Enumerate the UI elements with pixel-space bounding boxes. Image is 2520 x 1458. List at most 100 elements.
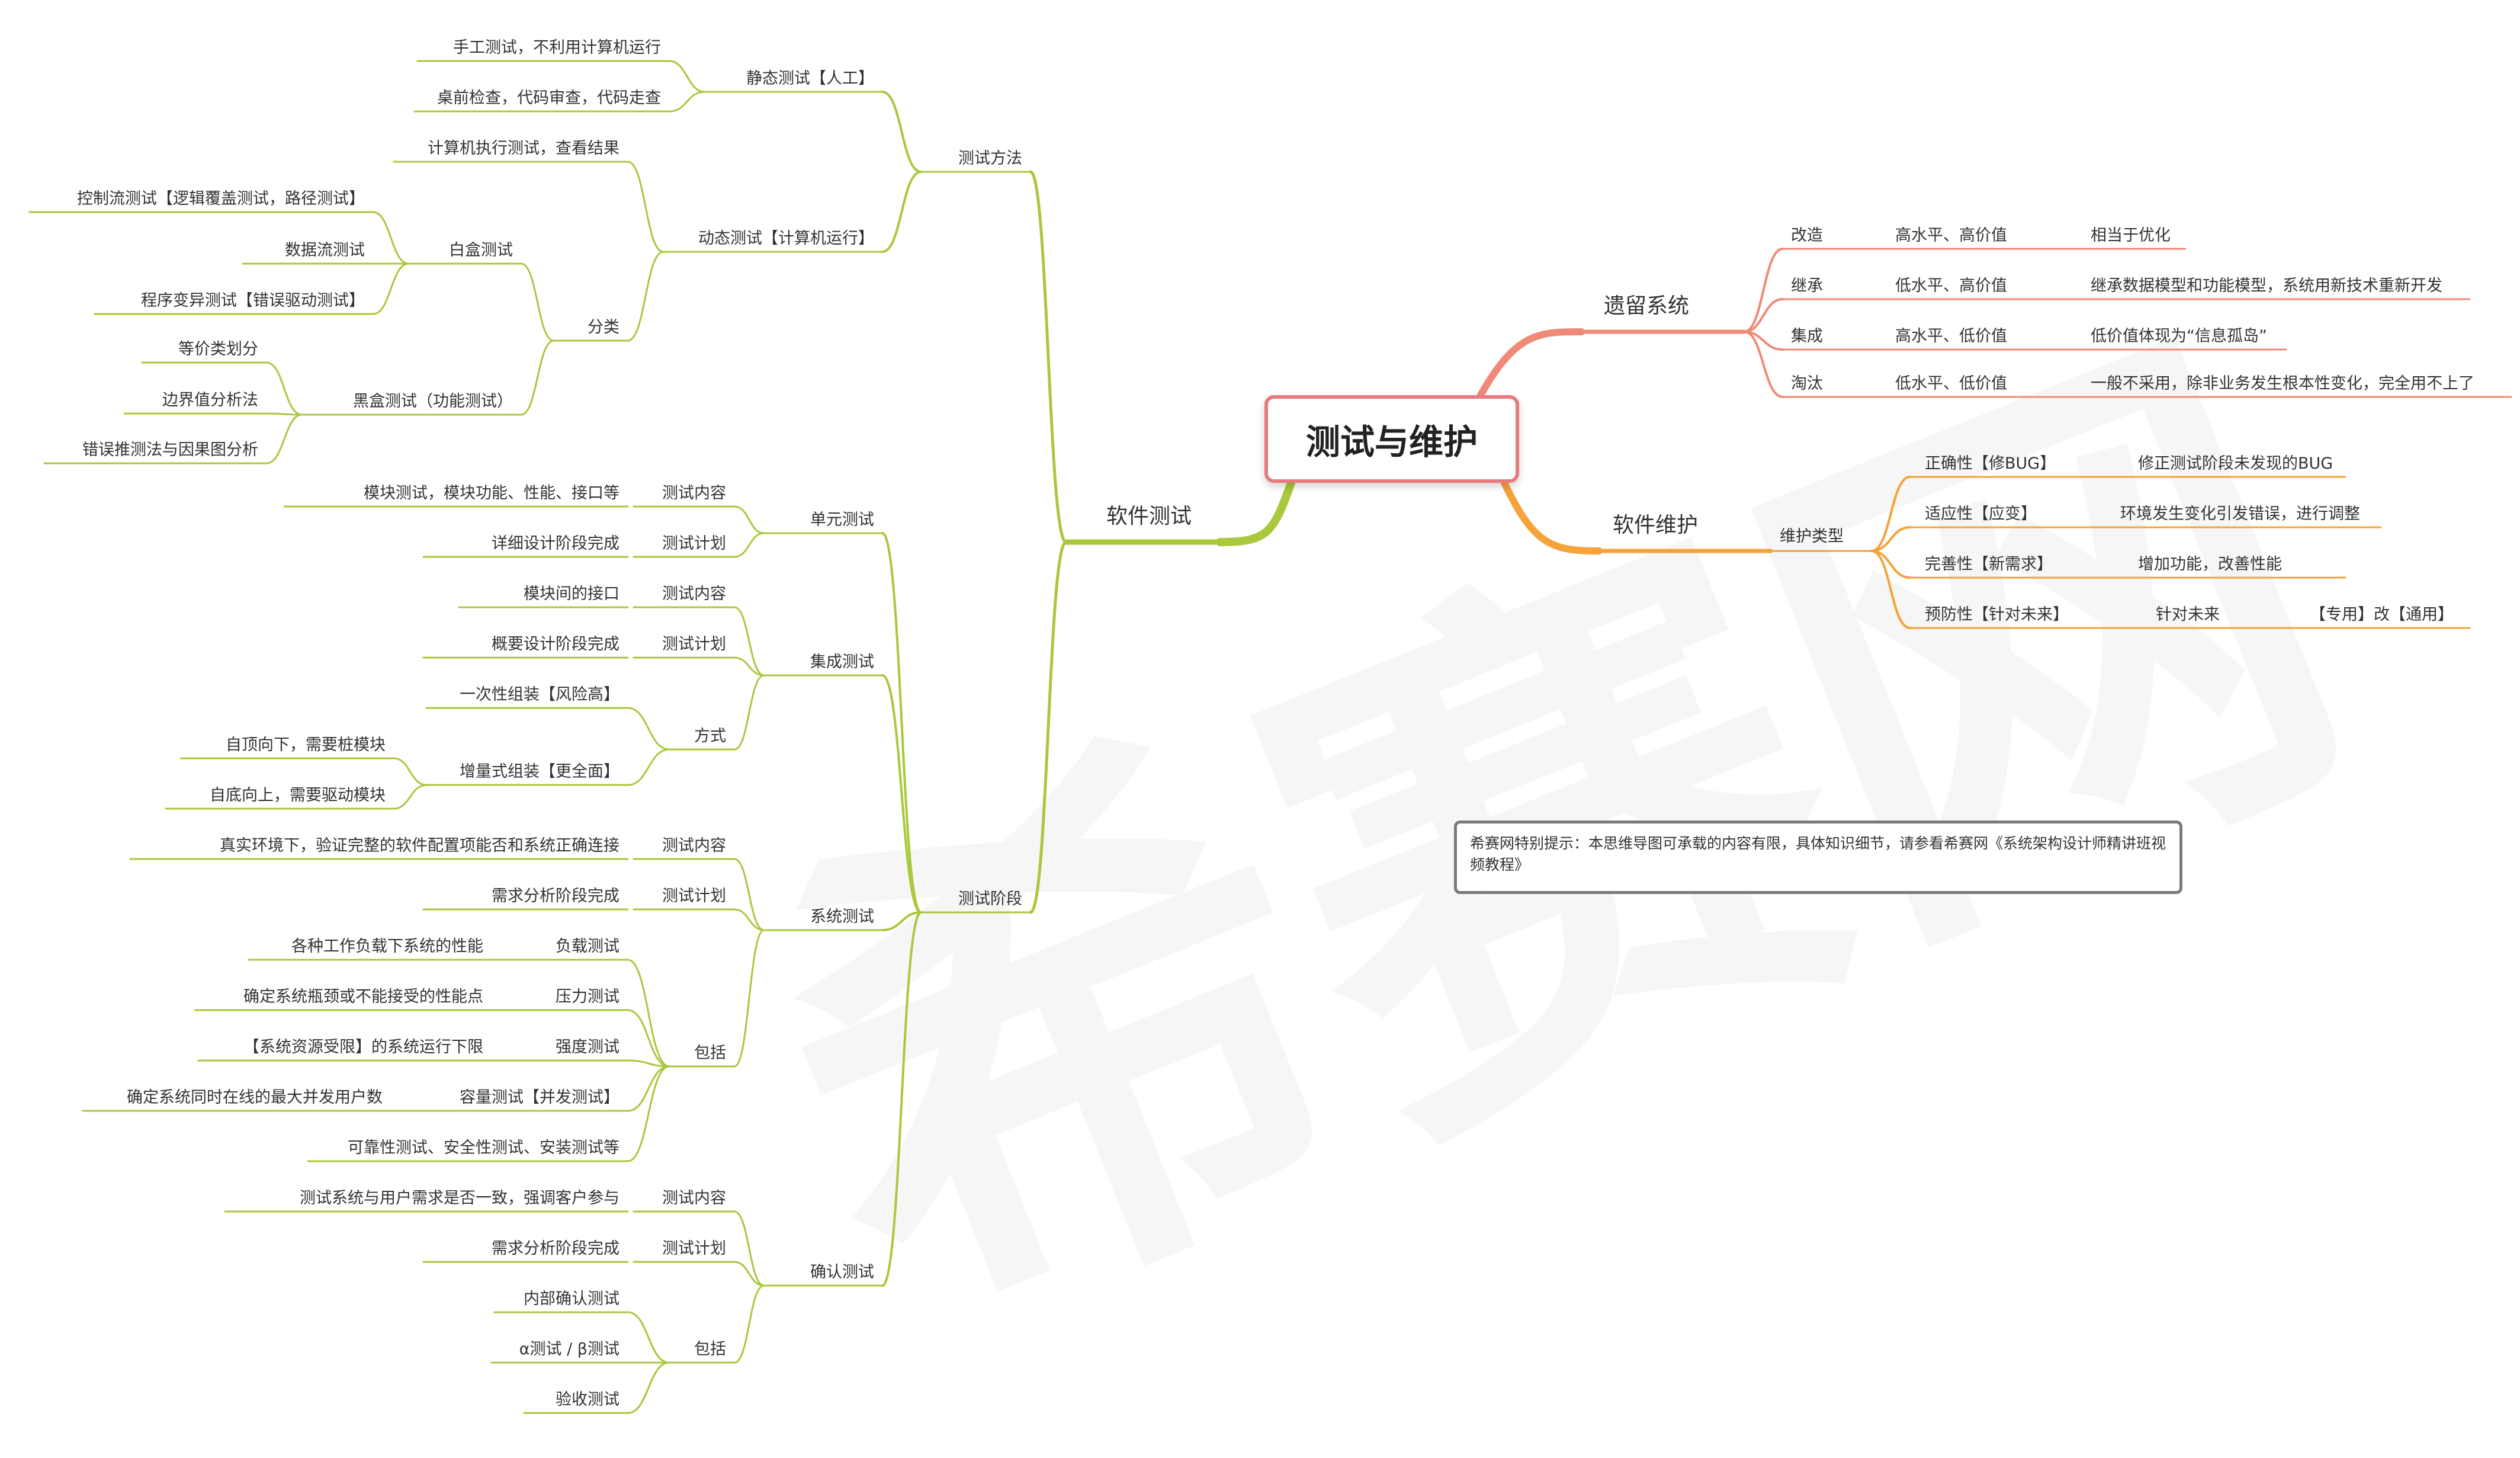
static-item-0[interactable]: 手工测试，不利用计算机运行 (453, 39, 661, 57)
system-item-key-3[interactable]: 容量测试【并发测试】 (460, 1088, 619, 1107)
legacy-row-1-c[interactable]: 继承数据模型和功能模型，系统用新技术重新开发 (2091, 277, 2442, 295)
root-title: 测试与维护 (1305, 422, 1478, 462)
unit-plan-value[interactable]: 详细设计阶段完成 (492, 534, 619, 553)
integration-incr[interactable]: 增量式组装【更全面】 (460, 762, 619, 781)
acceptance-content-key[interactable]: 测试内容 (662, 1189, 726, 1207)
system-item-value-3[interactable]: 确定系统同时在线的最大并发用户数 (127, 1088, 383, 1107)
legacy-row-3-a[interactable]: 淘汰 (1791, 374, 1823, 393)
blackbox-item-0[interactable]: 等价类划分 (178, 340, 258, 358)
branch-connector (627, 1059, 670, 1068)
branch-software-testing[interactable]: 软件测试 (1106, 504, 1192, 528)
stages-label[interactable]: 测试阶段 (958, 890, 1022, 908)
branch-connector (627, 748, 670, 786)
legacy-row-0-b[interactable]: 高水平、高价值 (1895, 226, 2007, 245)
note-box: 希赛网特别提示：本思维导图可承载的内容有限，具体知识细节，请参看希赛网《系统架构… (1454, 821, 2182, 894)
branch-connector (733, 606, 765, 677)
branch-connector (627, 959, 670, 1068)
dynamic-exec[interactable]: 计算机执行测试，查看结果 (428, 139, 619, 158)
unit-plan-key[interactable]: 测试计划 (662, 534, 726, 553)
main-branch-connector (1501, 479, 1603, 555)
whitebox-item-0[interactable]: 控制流测试【逻辑覆盖测试，路径测试】 (77, 190, 365, 208)
system-plan-value[interactable]: 需求分析阶段完成 (492, 887, 619, 905)
acceptance-item-1[interactable]: α测试 / β测试 (519, 1340, 619, 1358)
legacy-row-0-a[interactable]: 改造 (1791, 226, 1823, 245)
acceptance-item-0[interactable]: 内部确认测试 (524, 1290, 619, 1308)
integration-plan-key[interactable]: 测试计划 (662, 635, 726, 653)
system-plan-key[interactable]: 测试计划 (662, 887, 726, 905)
blackbox-item-1[interactable]: 边界值分析法 (162, 391, 258, 409)
system-item-key-1[interactable]: 压力测试 (556, 988, 619, 1006)
maintenance-row-3-c[interactable]: 【专用】改【通用】 (2310, 605, 2454, 624)
dynamic-test-label[interactable]: 动态测试【计算机运行】 (698, 229, 874, 248)
integration-test-label[interactable]: 集成测试 (810, 653, 874, 671)
maintenance-row-0-b[interactable]: 修正测试阶段未发现的BUG (2138, 454, 2333, 473)
integration-content-key[interactable]: 测试内容 (662, 585, 726, 603)
system-item-value-2[interactable]: 【系统资源受限】的系统运行下限 (243, 1038, 483, 1056)
maintenance-row-2-b[interactable]: 增加功能，改善性能 (2138, 555, 2282, 573)
branch-connector (372, 262, 410, 315)
branch-connector (668, 60, 706, 93)
unit-test-label[interactable]: 单元测试 (810, 511, 874, 529)
branch-maintenance[interactable]: 软件维护 (1613, 513, 1698, 537)
integration-method-label[interactable]: 方式 (694, 727, 726, 745)
integration-bottomup[interactable]: 自底向上，需要驱动模块 (210, 786, 386, 805)
system-content-key[interactable]: 测试内容 (662, 837, 726, 855)
unit-content-value[interactable]: 模块测试，模块功能、性能、接口等 (364, 484, 619, 502)
acceptance-plan-value[interactable]: 需求分析阶段完成 (492, 1239, 619, 1258)
legacy-row-3-b[interactable]: 低水平、低价值 (1895, 374, 2007, 393)
branch-legacy-system[interactable]: 遗留系统 (1604, 294, 1689, 318)
methods-label[interactable]: 测试方法 (958, 149, 1022, 168)
acceptance-plan-key[interactable]: 测试计划 (662, 1239, 726, 1258)
branch-connector (265, 361, 303, 416)
branch-connector (1743, 248, 1784, 333)
integration-content-value[interactable]: 模块间的接口 (524, 585, 619, 603)
acceptance-include-label[interactable]: 包括 (694, 1340, 726, 1358)
legacy-row-1-a[interactable]: 继承 (1791, 277, 1823, 295)
maintenance-row-1-b[interactable]: 环境发生变化引发错误，进行调整 (2120, 505, 2360, 523)
maintenance-row-2-a[interactable]: 完善性【新需求】 (1925, 555, 2053, 573)
legacy-row-3-c[interactable]: 一般不采用，除非业务发生根本性变化，完全用不上了 (2091, 374, 2474, 393)
system-item-key-2[interactable]: 强度测试 (556, 1038, 619, 1056)
system-content-value[interactable]: 真实环境下，验证完整的软件配置项能否和系统正确连接 (220, 837, 619, 855)
legacy-row-2-a[interactable]: 集成 (1791, 327, 1823, 345)
whitebox-label[interactable]: 白盒测试 (449, 241, 513, 259)
system-other[interactable]: 可靠性测试、安全性测试、安装测试等 (348, 1139, 619, 1157)
branch-connector (733, 505, 765, 534)
integration-once[interactable]: 一次性组装【风险高】 (460, 685, 619, 704)
static-item-1[interactable]: 桌前检查，代码审查，代码走查 (437, 89, 661, 107)
maintenance-row-1-a[interactable]: 适应性【应变】 (1925, 505, 2037, 523)
branch-connector (733, 656, 765, 677)
maintenance-row-3-a[interactable]: 预防性【针对未来】 (1925, 605, 2069, 624)
blackbox-item-2[interactable]: 错误推测法与因果图分析 (82, 441, 258, 459)
integration-plan-value[interactable]: 概要设计阶段完成 (492, 635, 619, 653)
whitebox-item-2[interactable]: 程序变异测试【错误驱动测试】 (141, 291, 365, 310)
branch-connector (733, 532, 765, 558)
integration-topdown[interactable]: 自顶向下，需要桩模块 (226, 736, 386, 754)
static-test-label[interactable]: 静态测试【人工】 (746, 69, 874, 88)
branch-connector (1029, 170, 1068, 544)
maintenance-types-label[interactable]: 维护类型 (1780, 527, 1844, 546)
unit-content-key[interactable]: 测试内容 (662, 484, 726, 502)
root-node[interactable]: 测试与维护 (1264, 395, 1519, 483)
system-item-value-1[interactable]: 确定系统瓶颈或不能接受的性能点 (243, 988, 483, 1006)
branch-connector (881, 674, 922, 914)
system-test-label[interactable]: 系统测试 (810, 908, 874, 926)
system-include-label[interactable]: 包括 (694, 1044, 726, 1062)
system-item-key-0[interactable]: 负载测试 (556, 937, 619, 956)
legacy-row-1-b[interactable]: 低水平、高价值 (1895, 277, 2007, 295)
branch-connector (1029, 540, 1068, 914)
blackbox-label[interactable]: 黑盒测试（功能测试） (353, 392, 513, 411)
branch-connector (881, 171, 922, 253)
classify-label[interactable]: 分类 (588, 318, 619, 337)
whitebox-item-1[interactable]: 数据流测试 (285, 241, 365, 259)
acceptance-item-2[interactable]: 验收测试 (556, 1390, 619, 1409)
system-item-value-0[interactable]: 各种工作负载下系统的性能 (291, 937, 483, 956)
maintenance-row-0-a[interactable]: 正确性【修BUG】 (1925, 454, 2056, 473)
legacy-row-2-c[interactable]: 低价值体现为“信息孤岛” (2091, 327, 2267, 345)
acceptance-test-label[interactable]: 确认测试 (810, 1263, 874, 1281)
acceptance-content-value[interactable]: 测试系统与用户需求是否一致，强调客户参与 (300, 1189, 619, 1207)
maintenance-row-3-b[interactable]: 针对未来 (2156, 605, 2220, 624)
branch-connector (668, 91, 706, 113)
legacy-row-0-c[interactable]: 相当于优化 (2091, 226, 2171, 245)
legacy-row-2-b[interactable]: 高水平、低价值 (1895, 327, 2007, 345)
